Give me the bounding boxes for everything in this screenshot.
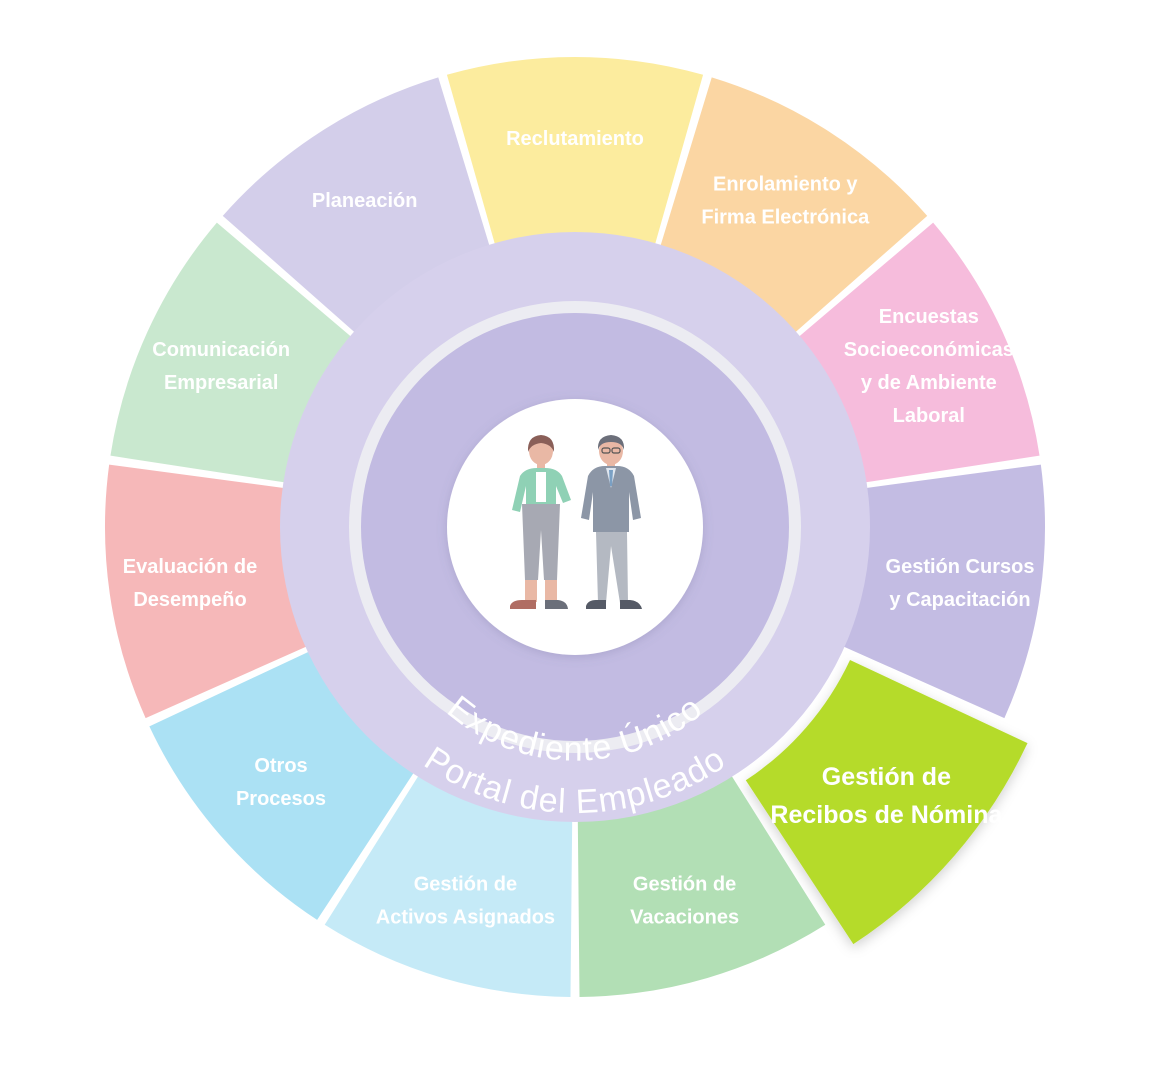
segment-label-planeacion: Planeación [312, 190, 418, 212]
segment-label-activos: Gestión de Activos Asignados [376, 874, 555, 929]
segment-label-line: y Capacitación [889, 589, 1030, 611]
segment-label-line: Gestión de [633, 874, 736, 896]
segment-comunicacion[interactable] [110, 222, 353, 483]
segment-label-line: Desempeño [133, 589, 246, 611]
woman-figure-icon [510, 435, 571, 609]
segment-label-line: Otros [254, 755, 307, 777]
segment-label-line: Encuestas [879, 306, 979, 328]
center-disc [447, 399, 703, 655]
segment-label-line: y de Ambiente [861, 372, 997, 394]
segment-label-line: Planeación [312, 190, 418, 212]
segment-label-line: Recibos de Nómina [770, 801, 1003, 829]
segment-enrolamiento[interactable] [659, 77, 928, 334]
segment-vacaciones[interactable] [577, 774, 826, 997]
segment-label-reclutamiento: Reclutamiento [506, 128, 644, 150]
segment-label-line: Gestión de [414, 874, 517, 896]
segment-label-line: Activos Asignados [376, 907, 555, 929]
segment-label-line: Gestión Cursos [886, 556, 1035, 578]
segment-label-nomina: Gestión de Recibos de Nómina [770, 763, 1003, 829]
segment-label-line: Evaluación de [123, 556, 258, 578]
segment-label-line: Vacaciones [630, 907, 739, 929]
segment-label-line: Enrolamiento y [713, 173, 858, 195]
segment-label-line: Gestión de [822, 763, 951, 791]
segment-planeacion[interactable] [222, 77, 491, 334]
segment-label-line: Reclutamiento [506, 128, 644, 150]
segment-label-cursos: Gestión Cursos y Capacitación [886, 556, 1035, 611]
segment-label-line: Firma Electrónica [701, 206, 870, 228]
segment-cursos[interactable] [841, 464, 1046, 719]
segment-label-line: Socioeconómicas [844, 339, 1014, 361]
segment-label-line: Laboral [893, 405, 965, 427]
segment-encuestas[interactable] [797, 222, 1040, 483]
segment-activos[interactable] [324, 774, 573, 997]
segment-reclutamiento[interactable] [446, 57, 704, 247]
segment-evaluacion[interactable] [104, 464, 309, 719]
process-segments [104, 57, 1046, 997]
employees-illustration-icon [510, 435, 642, 609]
segment-label-line: Procesos [236, 788, 326, 810]
segment-otros[interactable] [149, 650, 415, 920]
segment-label-line: Empresarial [164, 372, 279, 394]
segment-label-vacaciones: Gestión de Vacaciones [630, 874, 739, 929]
segment-nomina[interactable] [745, 660, 1028, 945]
segment-label-line: Comunicación [152, 339, 290, 361]
man-figure-icon [581, 435, 642, 609]
segment-label-enrolamiento: Enrolamiento y Firma Electrónica [701, 173, 870, 228]
segment-label-evaluacion: Evaluación de Desempeño [123, 556, 258, 611]
